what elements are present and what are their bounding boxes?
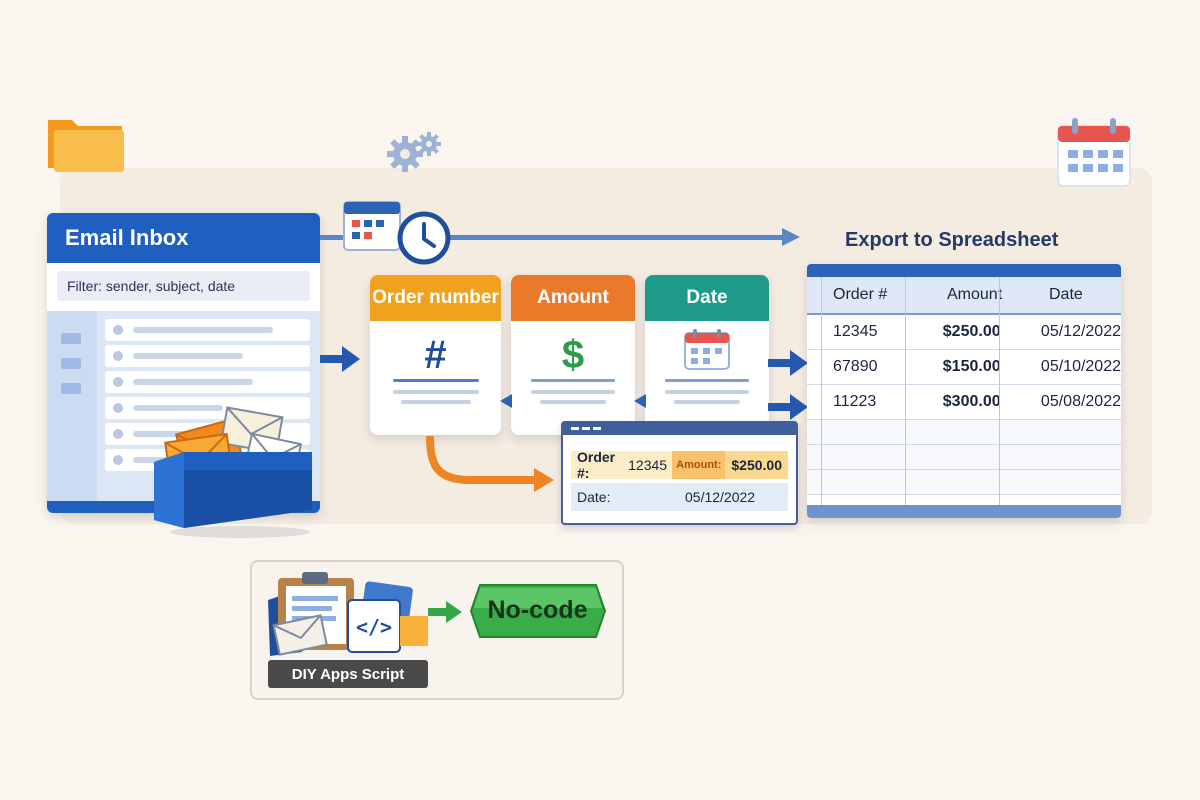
clock-icon (397, 211, 451, 265)
extract-arrow (426, 436, 554, 492)
spreadsheet-header: Order # Amount Date (807, 277, 1121, 315)
column-header[interactable]: Amount (947, 286, 1003, 303)
arrow-right-icon (768, 394, 808, 420)
field-card-order-number[interactable]: Order number # (370, 275, 501, 435)
arrow-right-icon (768, 350, 808, 376)
table-row[interactable]: 11223 $300.00 05/08/2022 (807, 385, 1121, 420)
calendar-icon (343, 201, 401, 251)
card-header: Amount (511, 275, 635, 321)
mail-row[interactable] (105, 319, 310, 341)
table-row[interactable]: 67890 $150.00 05/10/2022 (807, 350, 1121, 385)
empty-row[interactable] (807, 420, 1121, 445)
column-header[interactable]: Order # (833, 286, 888, 303)
diy-apps-script-label: DIY Apps Script (268, 660, 428, 688)
arrow-right-icon (428, 601, 462, 623)
extraction-preview: Order #: 12345 Amount: $250.00 Date: 05/… (561, 421, 798, 525)
preview-order-row: Order #: 12345 Amount: $250.00 (571, 449, 788, 481)
hash-icon: # (424, 333, 447, 377)
mail-row[interactable] (105, 371, 310, 393)
sidebar-item[interactable] (61, 333, 81, 344)
empty-row[interactable] (807, 470, 1121, 495)
inbox-sidebar (47, 311, 97, 513)
clipboard-code-icon: </> (268, 572, 428, 656)
svg-text:</>: </> (356, 615, 392, 639)
gears-icon (387, 132, 441, 172)
sidebar-item[interactable] (61, 358, 81, 369)
folder-icon (48, 120, 124, 172)
arrow-right-icon (320, 346, 360, 372)
calendar-icon (1057, 118, 1131, 187)
dollar-icon: $ (561, 333, 585, 377)
no-code-label[interactable]: No-code (487, 595, 588, 624)
spreadsheet: Order # Amount Date 12345 $250.00 05/12/… (807, 264, 1121, 518)
sidebar-item[interactable] (61, 383, 81, 394)
card-header: Date (645, 275, 769, 321)
export-title: Export to Spreadsheet (845, 229, 1059, 251)
card-header: Order number (370, 275, 501, 321)
inbox-title: Email Inbox (47, 213, 320, 263)
field-card-date[interactable]: Date (645, 275, 769, 435)
envelope-box-icon (154, 406, 312, 538)
calendar-icon (645, 321, 769, 379)
no-code-badge (470, 584, 606, 638)
trigger-arrow (320, 228, 800, 246)
filter-input[interactable]: Filter: sender, subject, date (57, 271, 310, 301)
column-header[interactable]: Date (1049, 286, 1083, 303)
empty-row[interactable] (807, 445, 1121, 470)
field-card-amount[interactable]: Amount $ (511, 275, 635, 435)
preview-date-row: Date: 05/12/2022 (571, 483, 788, 511)
mail-row[interactable] (105, 345, 310, 367)
table-row[interactable]: 12345 $250.00 05/12/2022 (807, 315, 1121, 350)
